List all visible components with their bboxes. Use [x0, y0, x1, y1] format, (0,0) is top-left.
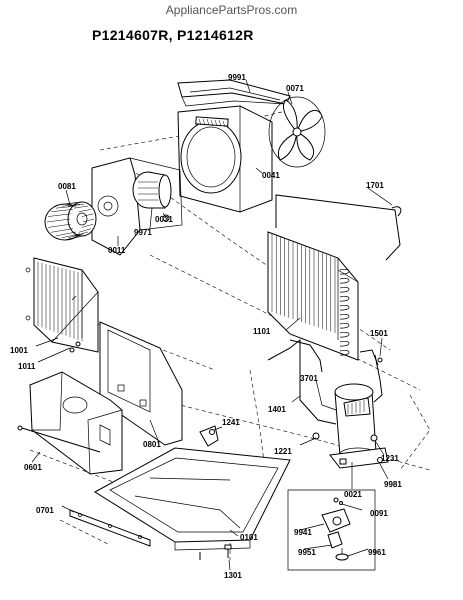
model-title: P1214607R, P1214612R	[92, 27, 254, 43]
compressor-part	[329, 383, 389, 469]
base-pan-part	[94, 447, 291, 551]
screw-part	[199, 544, 232, 560]
label-1001: 1001	[10, 346, 28, 355]
label-0021: 0021	[344, 490, 362, 499]
label-0091: 0091	[370, 509, 388, 518]
label-1701: 1701	[366, 181, 384, 190]
blower-scroll-housing-part	[91, 157, 183, 256]
label-0701: 0701	[36, 506, 54, 515]
bracket-part	[199, 425, 219, 447]
label-1011: 1011	[18, 362, 36, 371]
label-0601: 0601	[24, 463, 42, 472]
label-9971: 9971	[134, 228, 152, 237]
leader-lines	[31, 79, 393, 571]
label-0801: 0801	[143, 440, 161, 449]
label-0071: 0071	[286, 84, 304, 93]
label-0081: 0081	[58, 182, 76, 191]
label-9941: 9941	[294, 528, 312, 537]
label-1401: 1401	[268, 405, 286, 414]
brace-part	[275, 194, 402, 261]
air-guide-part	[17, 371, 123, 475]
condenser-coil-part	[267, 231, 359, 361]
label-1101: 1101	[253, 327, 271, 336]
fan-motor-part	[132, 171, 172, 222]
label-1241: 1241	[222, 418, 240, 427]
label-1501: 1501	[370, 329, 388, 338]
label-0031: 0031	[155, 215, 173, 224]
label-9991: 9991	[228, 73, 246, 82]
label-0041: 0041	[262, 171, 280, 180]
label-9981: 9981	[384, 480, 402, 489]
label-3701: 3701	[300, 374, 318, 383]
top-cover-part	[177, 79, 291, 107]
label-0101: 0101	[240, 533, 258, 542]
label-0011: 0011	[108, 246, 126, 255]
label-1221: 1221	[274, 447, 292, 456]
label-1231: 1231	[381, 454, 399, 463]
blower-wheel-part	[44, 201, 97, 241]
fan-shroud-part	[177, 105, 273, 213]
label-1301: 1301	[224, 571, 242, 580]
watermark-text: AppliancePartsPros.com	[165, 3, 298, 17]
label-9951: 9951	[298, 548, 316, 557]
slide-rail-part	[69, 509, 151, 547]
part-labels: 9991 0071 0041 0081 0031 9971 0011 1701 …	[10, 73, 402, 580]
evaporator-coil-part	[25, 257, 99, 353]
overload-kit-inset	[287, 489, 376, 571]
compressor-mounts-part	[312, 432, 383, 465]
label-9961: 9961	[368, 548, 386, 557]
condenser-fan-part	[268, 96, 326, 168]
